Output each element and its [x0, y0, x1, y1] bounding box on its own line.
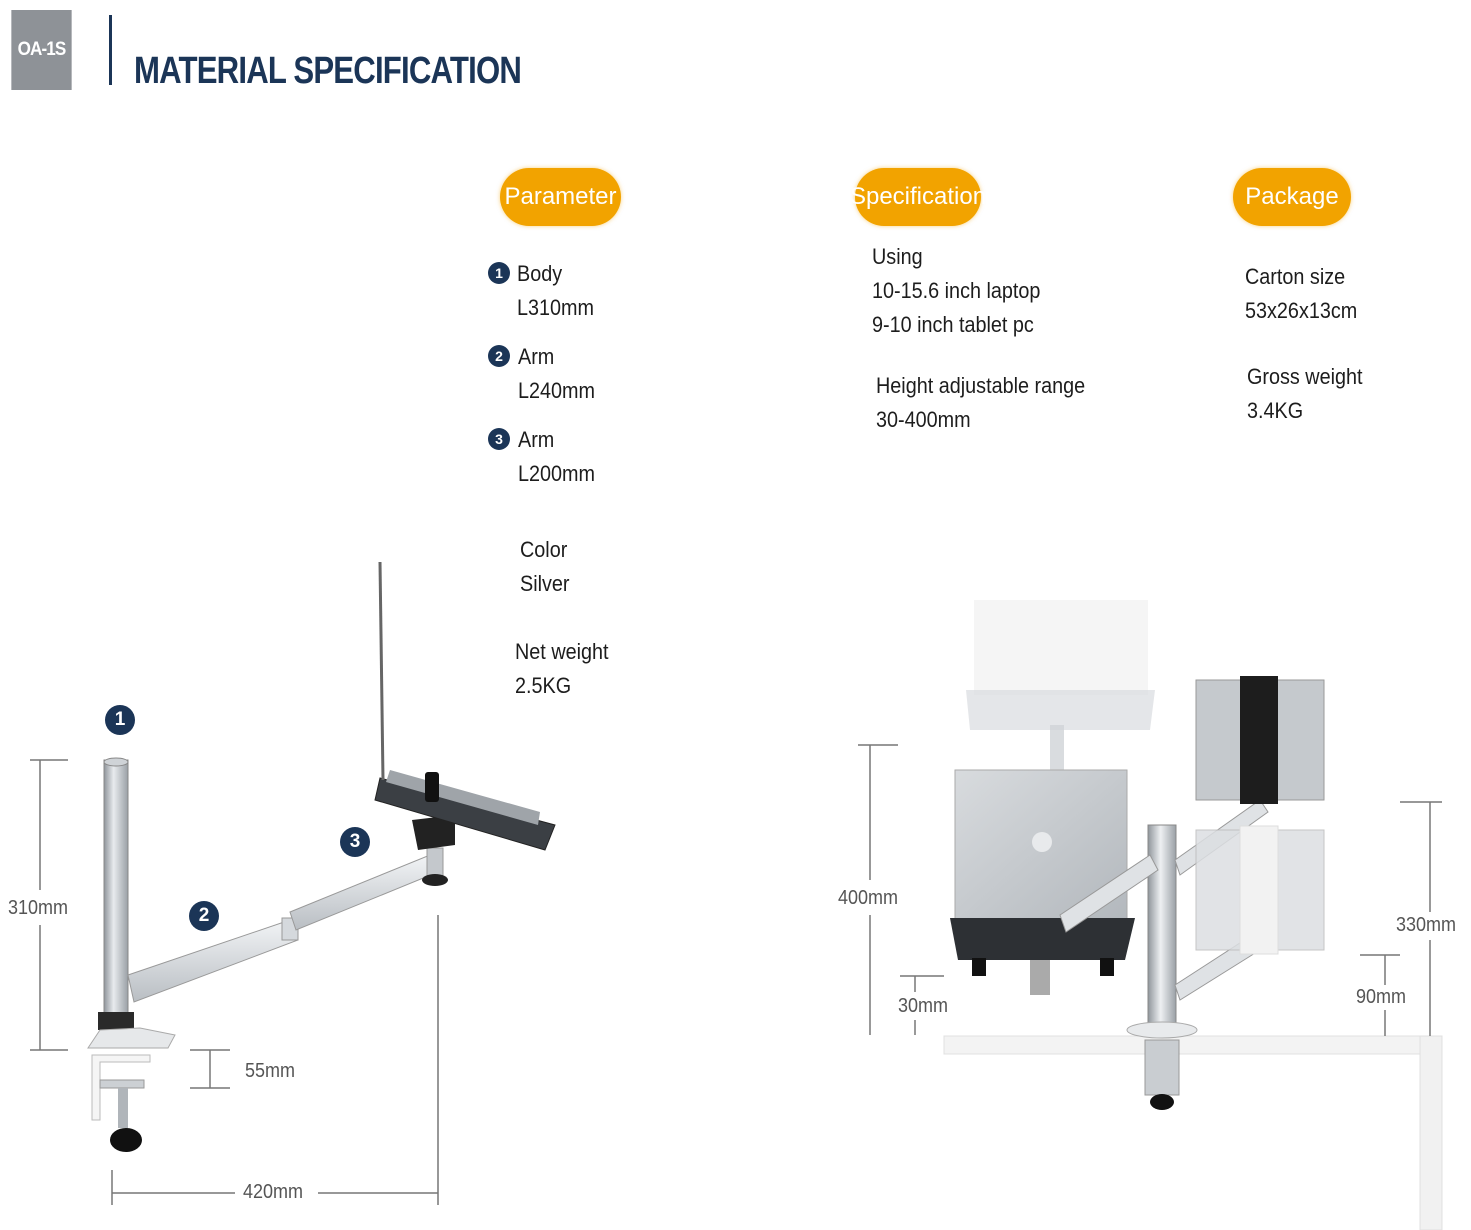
diagram-marker-3: 3	[340, 827, 370, 857]
gross-weight-label: Gross weight	[1247, 364, 1363, 389]
dimension-label-30: 30mm	[898, 995, 949, 1017]
parameter-item-name: Arm	[518, 344, 555, 369]
carton-size-value: 53x26x13cm	[1245, 298, 1358, 323]
dimension-label-90: 90mm	[1356, 986, 1407, 1008]
carton-size-label: Carton size	[1245, 264, 1346, 289]
dimension-label-330: 330mm	[1396, 914, 1457, 936]
net-weight-label: Net weight	[515, 639, 609, 664]
parameter-heading: Parameter	[500, 168, 621, 226]
parameter-item-value: L310mm	[517, 295, 595, 320]
parameter-item-value: L200mm	[518, 461, 596, 486]
page-title: MATERIAL SPECIFICATION	[134, 50, 522, 92]
dimension-label-height: 310mm	[8, 897, 69, 919]
parameter-item-name: Arm	[518, 427, 555, 452]
specification-heading: Specification	[850, 168, 986, 226]
parameter-number-2: 2	[488, 345, 510, 367]
model-badge: OA-1S	[11, 10, 72, 90]
package-heading: Package	[1233, 168, 1351, 226]
color-value: Silver	[520, 571, 570, 596]
dimension-label-clamp: 55mm	[245, 1060, 296, 1082]
height-range-label: Height adjustable range	[876, 373, 1086, 398]
diagram-marker-2: 2	[189, 901, 219, 931]
height-range-value: 30-400mm	[876, 407, 971, 432]
title-divider	[109, 15, 112, 85]
dimension-label-width: 420mm	[243, 1181, 304, 1203]
dimension-label-400: 400mm	[838, 887, 899, 909]
using-label: Using	[872, 244, 923, 269]
color-label: Color	[520, 537, 568, 562]
parameter-number-3: 3	[488, 428, 510, 450]
parameter-number-1: 1	[488, 262, 510, 284]
parameter-item-name: Body	[517, 261, 563, 286]
net-weight-value: 2.5KG	[515, 673, 572, 698]
using-line: 9-10 inch tablet pc	[872, 312, 1034, 337]
diagram-marker-1: 1	[105, 705, 135, 735]
parameter-item-value: L240mm	[518, 378, 596, 403]
using-line: 10-15.6 inch laptop	[872, 278, 1041, 303]
gross-weight-value: 3.4KG	[1247, 398, 1304, 423]
